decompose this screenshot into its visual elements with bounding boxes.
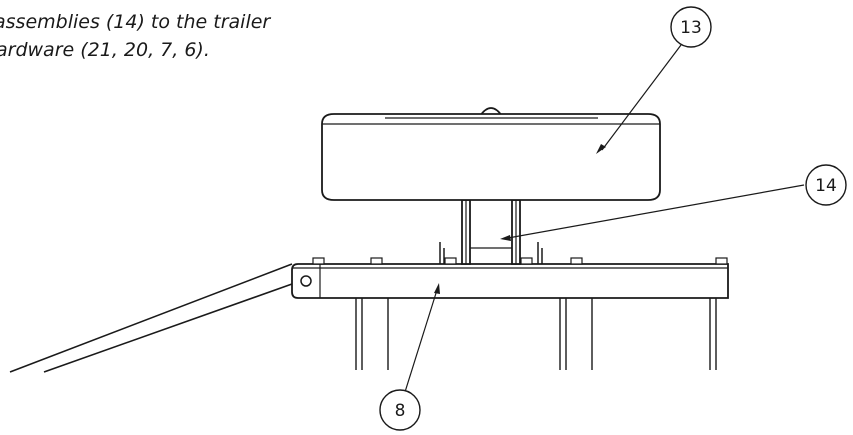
leader-14 xyxy=(507,184,805,239)
instruction-line-2: ardware (21, 20, 7, 6). xyxy=(0,39,210,61)
svg-text:8: 8 xyxy=(395,401,406,421)
trailer-legs xyxy=(355,298,717,370)
callout-leaders xyxy=(404,44,805,393)
callout-8: 8 xyxy=(379,389,421,431)
instruction-line-1: assemblies (14) to the trailer xyxy=(0,11,271,33)
frame-bolts xyxy=(312,257,728,265)
tank-unit xyxy=(321,107,661,201)
callout-14: 14 xyxy=(805,164,847,206)
ramp xyxy=(9,263,293,373)
leader-14-arrow xyxy=(500,235,511,241)
frame-bolt-hole xyxy=(300,275,312,287)
mounting-bracket xyxy=(439,199,543,265)
svg-text:13: 13 xyxy=(680,18,702,38)
leader-8-arrow xyxy=(434,283,440,294)
trailer-frame-beam xyxy=(291,263,729,299)
callout-13: 13 xyxy=(670,6,712,48)
leader-13 xyxy=(601,44,682,151)
svg-text:14: 14 xyxy=(815,176,837,196)
leader-13-arrow xyxy=(596,144,606,154)
leader-8 xyxy=(404,289,438,393)
